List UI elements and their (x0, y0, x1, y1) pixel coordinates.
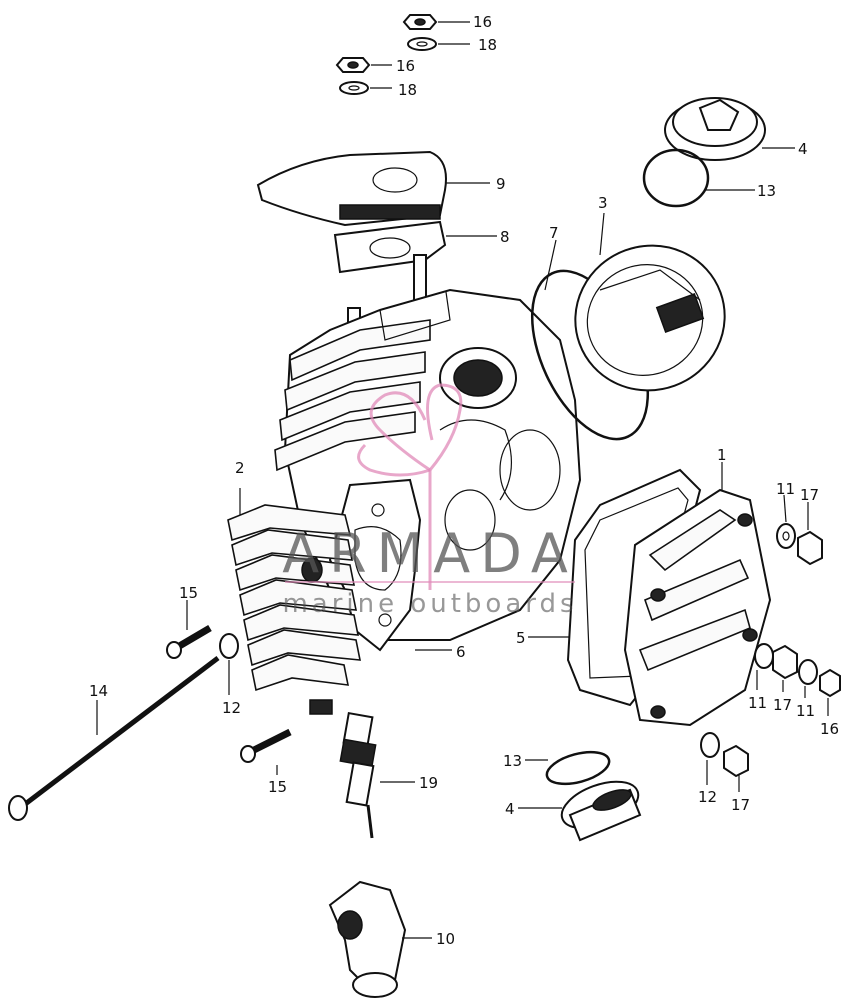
gasket-8 (333, 220, 447, 274)
callout-17-bottom: 17 (731, 796, 750, 814)
manifold-plate-9 (256, 150, 447, 227)
washer-18-second (339, 81, 369, 95)
washer-11-lower-b (798, 659, 818, 685)
callout-12-right: 12 (698, 788, 717, 806)
watermark-tagline: marine outboards (282, 589, 577, 619)
callout-18-second: 18 (398, 81, 417, 99)
callouts: 16 18 16 18 4 13 3 9 8 7 1 11 17 2 15 5 … (89, 13, 839, 948)
watermark-logo (357, 383, 463, 590)
callout-3: 3 (598, 194, 608, 212)
washer-18-top (407, 37, 437, 51)
washer-12-right (700, 732, 720, 758)
callout-7: 7 (549, 224, 559, 242)
stud-bolt-14 (8, 656, 220, 821)
washer-11-upper (776, 523, 796, 549)
o-ring-13-top (642, 148, 710, 208)
callout-5: 5 (516, 629, 526, 647)
callout-17-upper: 17 (800, 486, 819, 504)
nut-16-top (402, 14, 438, 30)
valve-cap-4-bottom (560, 780, 642, 842)
callout-6: 6 (456, 643, 466, 661)
callout-13-top: 13 (757, 182, 776, 200)
nut-17-bottom (723, 744, 749, 778)
o-ring-13-bottom (545, 750, 611, 786)
plug-cap-10 (328, 880, 407, 998)
washer-11-lower-a (754, 643, 774, 669)
callout-16-second: 16 (396, 57, 415, 75)
callout-15-lower: 15 (268, 778, 287, 796)
callout-4-top: 4 (798, 140, 808, 158)
nut-17-upper (797, 530, 823, 566)
nut-16-lower (819, 668, 841, 698)
bolt-15-lower (240, 728, 292, 763)
callout-8: 8 (500, 228, 510, 246)
cover-3 (574, 244, 726, 392)
leader-lines (96, 21, 829, 939)
callout-1: 1 (717, 446, 727, 464)
callout-11-lower-b: 11 (796, 702, 815, 720)
nut-17-lower (772, 644, 798, 680)
callout-4-bottom: 4 (505, 800, 515, 818)
valve-cap-4-top (664, 97, 766, 161)
callout-10: 10 (436, 930, 455, 948)
callout-17-lower: 17 (773, 696, 792, 714)
callout-15-upper: 15 (179, 584, 198, 602)
callout-18-top: 18 (478, 36, 497, 54)
nut-16-second (335, 57, 371, 73)
callout-14: 14 (89, 682, 108, 700)
callout-16-top: 16 (473, 13, 492, 31)
callout-12-left: 12 (222, 699, 241, 717)
bolt-15-upper (166, 624, 212, 659)
washer-12-left (219, 633, 239, 659)
callout-13-bottom: 13 (503, 752, 522, 770)
spark-plug-19 (339, 711, 377, 839)
callout-11-upper: 11 (776, 480, 795, 498)
callout-16-lower: 16 (820, 720, 839, 738)
callout-2: 2 (235, 459, 245, 477)
callout-9: 9 (496, 175, 506, 193)
watermark-brand: ARMADA (282, 522, 578, 585)
side-cover-1 (623, 488, 772, 727)
callout-11-lower-a: 11 (748, 694, 767, 712)
callout-19: 19 (419, 774, 438, 792)
watermark: ARMADA marine outboards (282, 383, 578, 619)
